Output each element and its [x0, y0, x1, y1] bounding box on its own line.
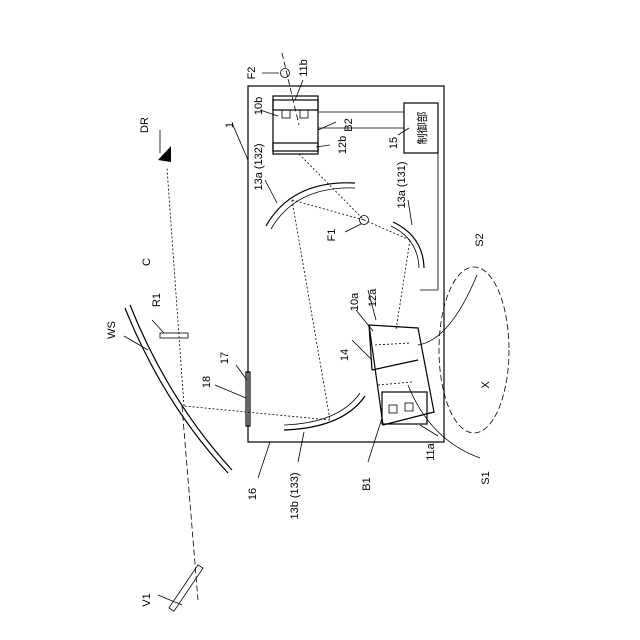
leader-13a-132 [265, 180, 277, 203]
leader-17 [236, 365, 247, 380]
ray-f1-131 [364, 220, 410, 240]
leader-f1 [345, 224, 361, 232]
leader-b2 [318, 122, 336, 130]
focal-point-f2 [281, 69, 290, 78]
label-b1: B1 [361, 477, 373, 490]
label-dr: DR [139, 117, 151, 133]
label-13a-132: 13a (132) [253, 143, 265, 190]
mirror-13a-131-inner [391, 226, 419, 268]
mirror-13a-131-outer [393, 222, 424, 268]
led-b1-right [405, 403, 413, 411]
leader-16 [258, 442, 270, 478]
led-b1-left [389, 405, 397, 413]
label-ws: WS [106, 321, 118, 339]
region-x [439, 267, 509, 433]
virtual-image-v1 [169, 565, 203, 611]
label-c: C [141, 258, 153, 266]
leader-v1 [158, 595, 182, 605]
leader-11b [295, 80, 303, 100]
led-b2-left [282, 110, 290, 118]
lens-14 [372, 360, 418, 370]
ray-131-down [396, 240, 410, 330]
label-16: 16 [247, 488, 259, 500]
leader-11a [420, 425, 438, 436]
ray-upper [299, 154, 364, 220]
label-10a: 10a [349, 292, 361, 311]
label-13b-133: 13b (133) [289, 472, 301, 519]
leader-13a-131 [408, 200, 412, 225]
ray-132-f1 [292, 200, 364, 220]
label-f1: F1 [326, 229, 338, 242]
lens-12b [273, 143, 318, 151]
leader-18 [215, 385, 246, 398]
leader-10a [356, 310, 373, 331]
label-18: 18 [201, 376, 213, 388]
ray-s2 [375, 343, 410, 345]
ray-to-windshield [184, 406, 330, 420]
mirror-13a-132-inner [271, 188, 355, 229]
mirror-13a-132-outer [266, 183, 355, 226]
image-plane-r1 [160, 333, 188, 338]
wire-lower [420, 153, 438, 290]
axis-f2 [282, 53, 299, 125]
label-12a: 12a [367, 288, 379, 307]
leader-r1 [152, 320, 164, 333]
leader-s2 [418, 275, 477, 345]
label-x: X [480, 381, 492, 389]
label-15: 15 [388, 137, 400, 149]
mirror-13b-133-inner [284, 393, 360, 425]
label-b2: B2 [343, 118, 355, 131]
label-11b: 11b [298, 59, 310, 77]
label-11a: 11a [425, 442, 437, 460]
label-10b: 10b [253, 97, 265, 115]
label-s2: S2 [474, 233, 486, 246]
ray-to-eye [167, 168, 184, 406]
label-control-unit: 制御部 [415, 112, 429, 145]
label-14: 14 [339, 349, 351, 361]
leader-13b-133 [298, 432, 304, 462]
label-f2: F2 [246, 67, 258, 80]
label-r1: R1 [151, 293, 163, 307]
windshield-ws-outer [130, 305, 232, 470]
light-source-assembly-10a [369, 325, 434, 425]
label-13a-131: 13a (131) [396, 161, 408, 208]
label-v1: V1 [141, 593, 153, 606]
label-unit-1: 1 [224, 122, 236, 128]
label-s1: S1 [480, 471, 492, 484]
ray-132-down [292, 200, 330, 420]
leader-14 [352, 340, 372, 360]
label-12b: 12b [337, 136, 349, 154]
led-b2-right [300, 110, 308, 118]
label-17: 17 [219, 352, 231, 364]
leader-b1 [368, 418, 382, 462]
ray-s1 [378, 382, 412, 385]
light-source-assembly-10b [273, 96, 318, 154]
